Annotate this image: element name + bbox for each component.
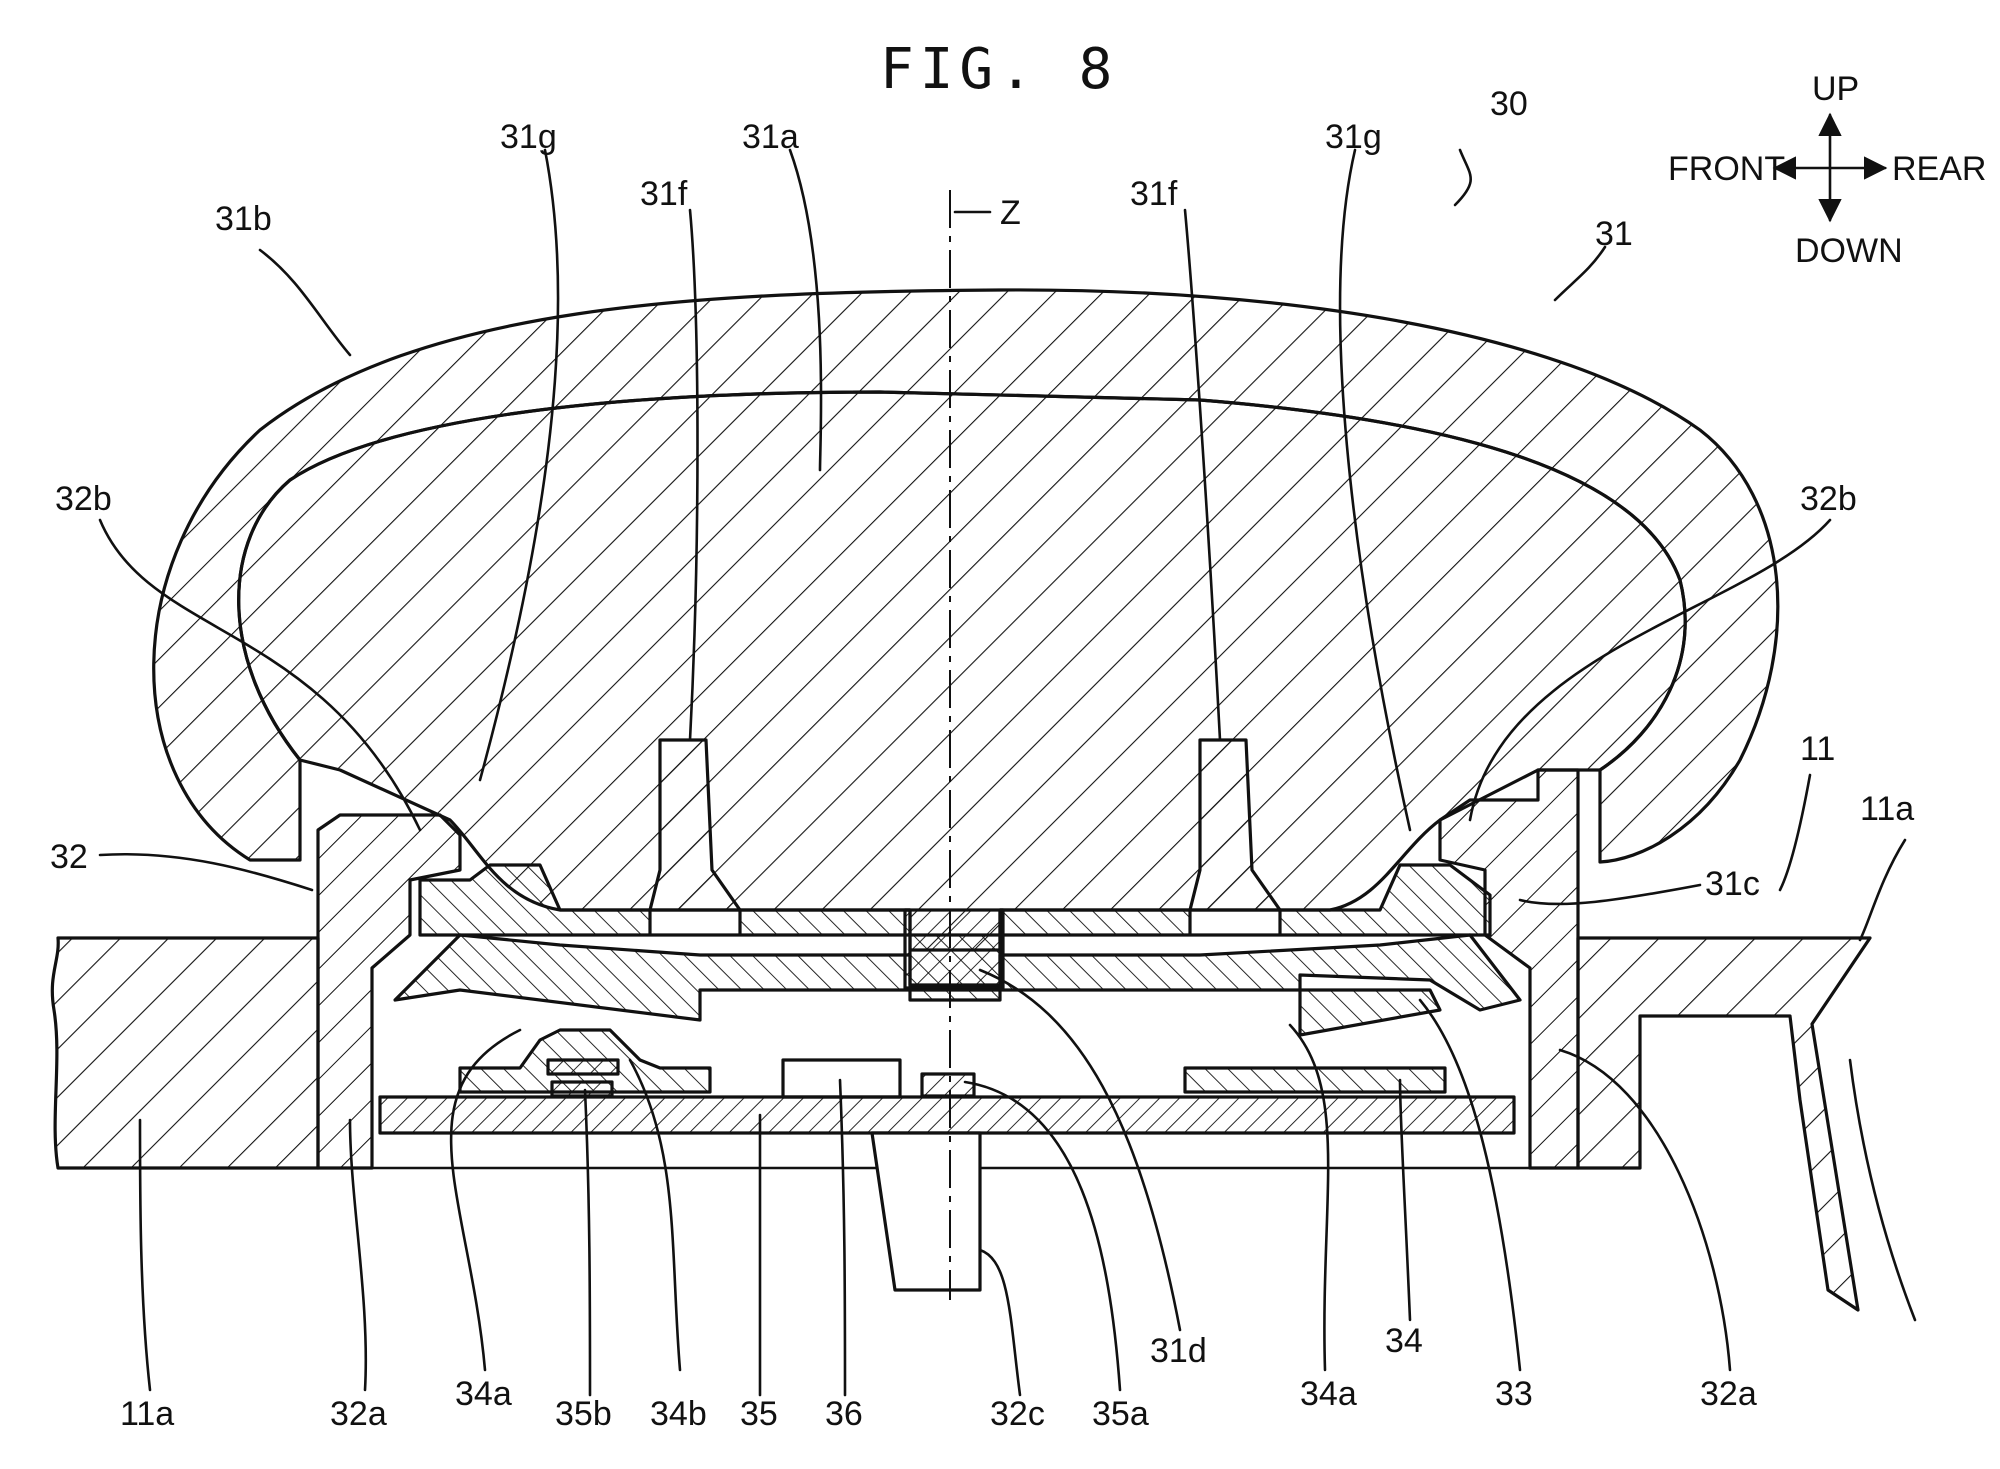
- leader-11: [1780, 775, 1810, 890]
- label-32b-right: 32b: [1800, 480, 1857, 518]
- label-32a-left: 32a: [330, 1395, 387, 1433]
- label-11a-top: 11a: [1860, 790, 1914, 828]
- label-31b: 31b: [215, 200, 272, 238]
- leader-33: [1420, 1000, 1520, 1370]
- label-33: 33: [1495, 1375, 1533, 1413]
- shaft-32c: [872, 1133, 980, 1290]
- housing-11-right: [1578, 938, 1870, 1310]
- label-35a: 35a: [1092, 1395, 1149, 1433]
- label-11a-left: 11a: [120, 1395, 174, 1433]
- leader-30: [1455, 150, 1471, 205]
- direction-up-label: UP: [1812, 70, 1859, 108]
- leader-31: [1555, 247, 1605, 300]
- label-31g-left: 31g: [500, 118, 557, 156]
- label-36: 36: [825, 1395, 863, 1433]
- label-32: 32: [50, 838, 88, 876]
- leader-35b: [585, 1090, 590, 1395]
- label-34a-left: 34a: [455, 1375, 512, 1413]
- label-34a-right: 34a: [1300, 1375, 1357, 1413]
- label-35: 35: [740, 1395, 778, 1433]
- sensor-35a: [922, 1074, 974, 1096]
- label-34b: 34b: [650, 1395, 707, 1433]
- leader-11a-top: [1860, 840, 1905, 940]
- figure-title: FIG. 8: [880, 37, 1118, 102]
- label-34: 34: [1385, 1322, 1423, 1360]
- label-31d: 31d: [1150, 1332, 1207, 1370]
- label-35b: 35b: [555, 1395, 612, 1433]
- leader-31d: [980, 970, 1180, 1330]
- label-11: 11: [1800, 730, 1835, 768]
- direction-front-label: FRONT: [1668, 150, 1785, 188]
- axis-z-label: Z: [1000, 194, 1021, 232]
- direction-down-label: DOWN: [1795, 232, 1903, 270]
- leader-32c: [980, 1250, 1020, 1395]
- leader-31b: [260, 250, 350, 355]
- direction-indicator: UP DOWN FRONT REAR: [1668, 70, 1986, 270]
- actuator-31d: [905, 910, 1003, 988]
- board-35: [380, 1097, 1514, 1133]
- label-31: 31: [1595, 215, 1633, 253]
- label-31a: 31a: [742, 118, 799, 156]
- label-32b-left: 32b: [55, 480, 112, 518]
- contact-35b-lower: [552, 1082, 612, 1096]
- label-31f-right: 31f: [1130, 175, 1178, 213]
- label-31c: 31c: [1705, 865, 1760, 903]
- contact-35b-upper: [548, 1060, 618, 1074]
- label-31g-right: 31g: [1325, 118, 1382, 156]
- direction-rear-label: REAR: [1892, 150, 1986, 188]
- label-30: 30: [1490, 85, 1528, 123]
- label-32a-right: 32a: [1700, 1375, 1757, 1413]
- housing-11-left: [52, 938, 318, 1168]
- leader-11a-right: [1850, 1060, 1915, 1320]
- label-32c: 32c: [990, 1395, 1045, 1433]
- label-31f-left: 31f: [640, 175, 688, 213]
